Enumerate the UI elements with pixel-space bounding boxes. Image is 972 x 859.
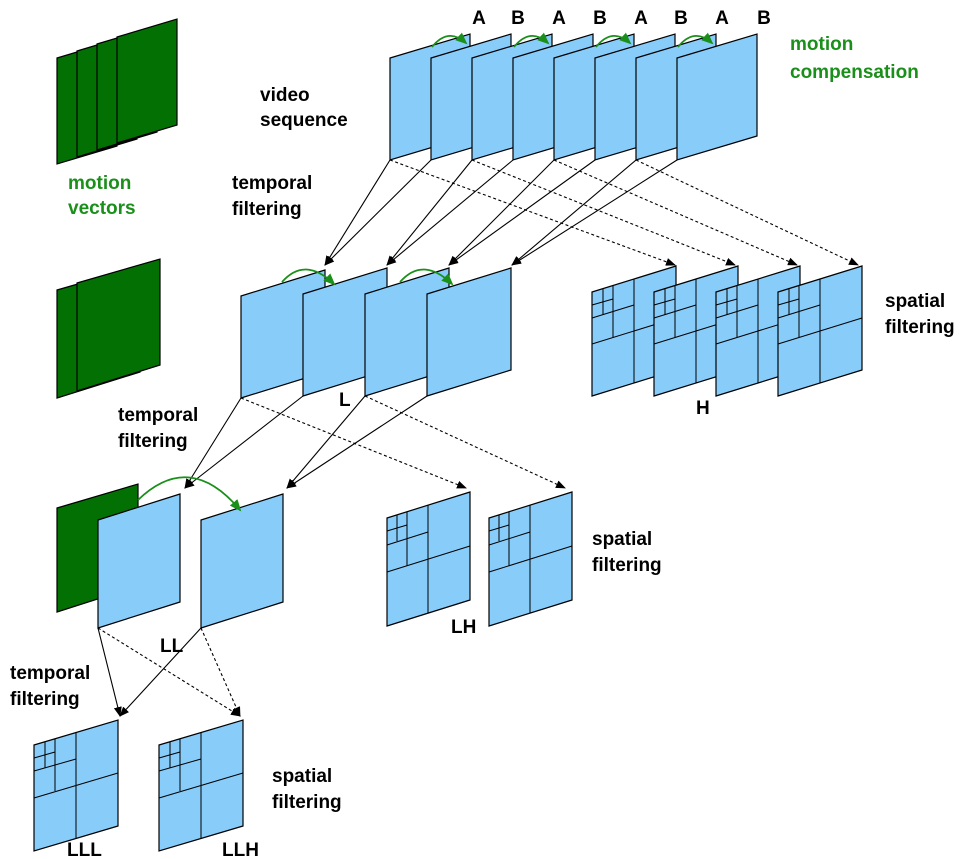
frame-type-1: A — [472, 8, 486, 29]
ll-frames — [97, 493, 284, 629]
video-sequence-label-1: video — [260, 85, 310, 106]
h-subband-frames — [591, 265, 863, 397]
spatial-filtering-label-2a: spatial — [592, 529, 652, 550]
motion-compensation-arc-3 — [137, 476, 242, 512]
temporal-filtering-label-1a: temporal — [232, 173, 312, 194]
band-ll-label: LL — [160, 636, 184, 657]
temporal-filtering-label-3b: filtering — [10, 689, 80, 710]
motion-compensation-label-2: compensation — [790, 62, 919, 83]
l-frames — [240, 267, 512, 399]
video-sequence-frames — [389, 33, 758, 161]
band-h-label: H — [696, 398, 710, 419]
motion-vectors-label-1: motion — [68, 173, 131, 194]
motion-compensation-label-1: motion — [790, 34, 853, 55]
spatial-filtering-label-1b: filtering — [885, 317, 955, 338]
frame-type-5: A — [634, 8, 648, 29]
motion-vectors-level2 — [56, 258, 161, 399]
frame-type-6: B — [674, 8, 688, 29]
band-lll-label: LLL — [67, 840, 102, 859]
frame-type-2: B — [511, 8, 525, 29]
lh-subband-frames — [386, 491, 573, 627]
temporal-arrows-3 — [97, 627, 241, 717]
frame-type-labels: A B A B A B A B — [472, 8, 771, 29]
spatial-filtering-label-1a: spatial — [885, 291, 945, 312]
motion-vectors-label-2: vectors — [68, 198, 136, 219]
motion-vectors-level1 — [56, 18, 178, 165]
band-l-label: L — [339, 390, 351, 411]
band-lh-label: LH — [451, 617, 476, 638]
temporal-arrows-2 — [184, 395, 566, 489]
spatial-filtering-label-3b: filtering — [272, 792, 342, 813]
frame-type-8: B — [757, 8, 771, 29]
temporal-filtering-label-2a: temporal — [118, 405, 198, 426]
frame-type-4: B — [593, 8, 607, 29]
spatial-filtering-label-2b: filtering — [592, 555, 662, 576]
temporal-filtering-label-3a: temporal — [10, 663, 90, 684]
motion-compensation-arcs-2 — [281, 268, 454, 286]
temporal-arrows-1 — [324, 159, 859, 266]
frame-type-3: A — [552, 8, 566, 29]
spatial-filtering-label-3a: spatial — [272, 766, 332, 787]
temporal-filtering-label-1b: filtering — [232, 199, 302, 220]
frame-type-7: A — [715, 8, 729, 29]
temporal-filtering-label-2b: filtering — [118, 431, 188, 452]
motion-compensation-arcs-1 — [431, 32, 714, 48]
band-llh-label: LLH — [222, 840, 259, 859]
lll-llh-frames — [33, 719, 244, 852]
video-sequence-label-2: sequence — [260, 110, 348, 131]
